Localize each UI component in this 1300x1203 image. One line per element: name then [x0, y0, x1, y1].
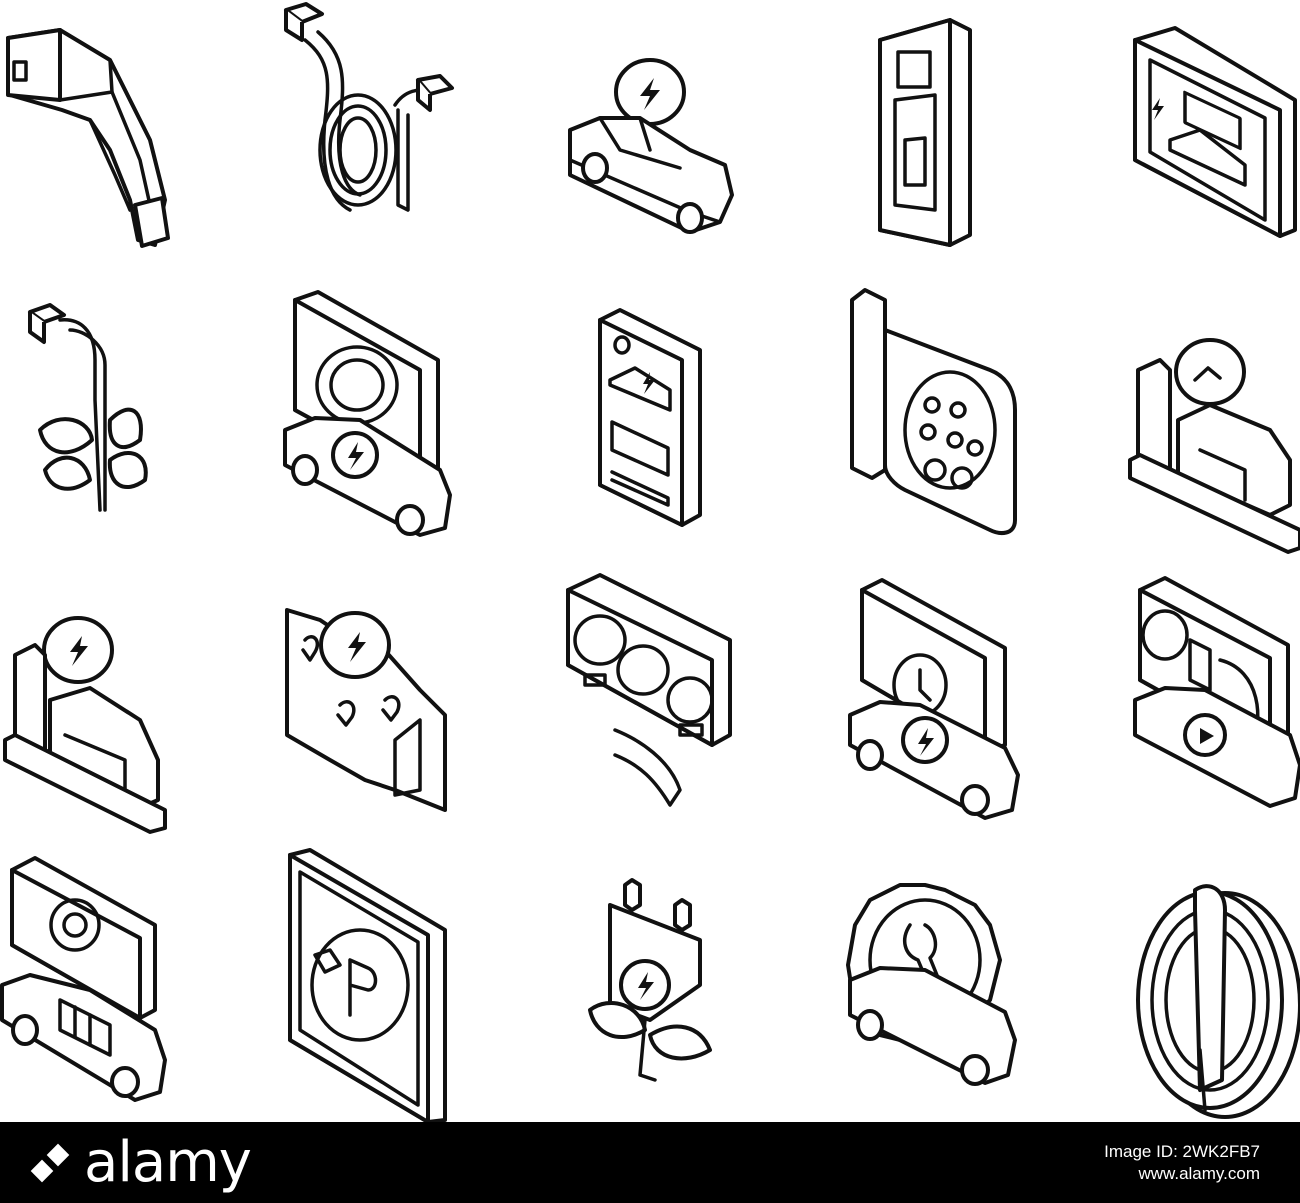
car-battery-settings-icon	[0, 856, 167, 1102]
map-charge-points-icon	[285, 608, 447, 812]
car-charge-display-icon	[283, 290, 452, 537]
car-at-station-icon	[3, 616, 167, 834]
site-url-text: www.alamy.com	[1138, 1163, 1260, 1183]
cable-reel-icon	[1136, 884, 1300, 1119]
alamy-brand-text: alamy	[84, 1129, 252, 1195]
car-at-charger-icon	[1128, 338, 1300, 554]
charging-station-icon	[878, 18, 972, 247]
connector-types-icon	[566, 573, 732, 807]
car-charge-time-icon	[848, 578, 1020, 820]
watermark-bar: alamy Image ID: 2WK2FB7 www.alamy.com	[0, 1122, 1300, 1203]
car-service-gear-icon	[846, 883, 1017, 1086]
charging-cable-icon	[284, 2, 454, 212]
smartphone-ev-app-icon	[598, 308, 702, 527]
ev-parking-sign-icon	[288, 848, 447, 1122]
charging-socket-icon	[850, 288, 1017, 535]
car-charging-cable-icon	[1133, 576, 1300, 808]
ev-charger-plug-icon	[6, 28, 170, 248]
image-id-text: Image ID: 2WK2FB7	[1104, 1142, 1260, 1162]
alamy-logo: alamy	[30, 1129, 252, 1195]
tablet-battery-car-icon	[1133, 26, 1297, 238]
alamy-logo-mark-icon	[30, 1143, 70, 1182]
isometric-icon-set	[0, 2, 1300, 1122]
electric-car-charge-icon	[568, 58, 734, 234]
plug-with-leaves-icon	[588, 878, 712, 1082]
eco-plug-leaves-icon	[28, 303, 148, 512]
